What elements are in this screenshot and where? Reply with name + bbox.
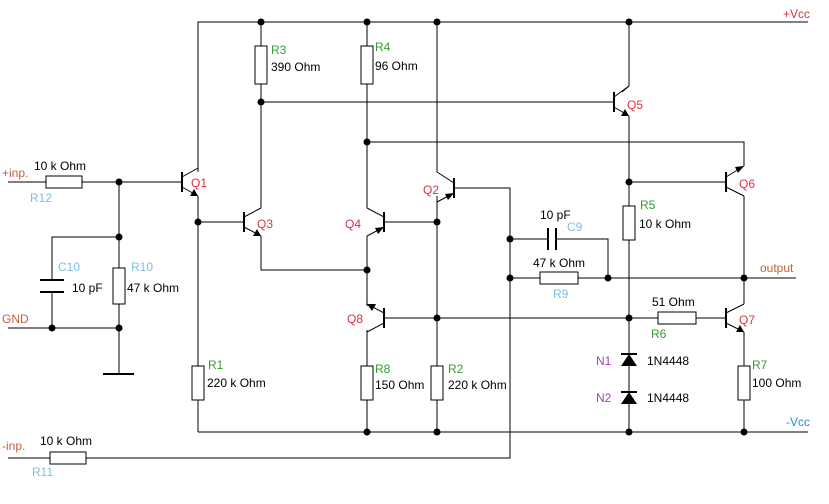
q4-label: Q4 [345,217,361,231]
resistor-r8 [360,365,374,401]
r6-name: R6 [651,327,667,341]
r8-name: R8 [375,362,391,376]
transistor-q6 [725,165,745,197]
resistor-r3 [254,45,268,85]
r7-name: R7 [752,358,768,372]
q1-label: Q1 [191,176,207,190]
r3-name: R3 [271,43,287,57]
q5-label: Q5 [627,98,643,112]
resistor-r7 [737,365,751,401]
resistor-r11 [49,451,87,465]
c10-value: 10 pF [72,281,103,295]
r1-name: R1 [208,358,224,372]
q3-label: Q3 [257,217,273,231]
capacitor-c10 [40,279,64,293]
junction-dots [48,18,748,436]
transistors [181,85,745,333]
resistor-r5 [622,205,636,241]
resistor-r1 [191,365,205,401]
transistor-q4 [366,207,385,237]
resistor-r10 [112,267,126,305]
r4-value: 96 Ohm [375,59,418,73]
transistor-q1 [181,167,199,197]
resistor-r12 [45,175,83,189]
q8-label: Q8 [347,312,363,326]
n2-name: N2 [596,391,612,405]
capacitors [40,228,557,293]
r9-name: R9 [553,287,569,301]
transistor-q7 [725,303,745,333]
r8-value: 150 Ohm [375,378,424,392]
r9-value: 47 k Ohm [533,256,585,270]
n1-name: N1 [596,354,612,368]
q2-label: Q2 [423,183,439,197]
resistor-r9 [539,271,579,285]
diodes [621,353,637,404]
n1-value: 1N4448 [647,354,689,368]
resistors [45,45,751,465]
transistor-q8 [366,303,385,333]
r10-name: R10 [131,260,153,274]
output-label: output [760,261,794,275]
r12-value: 10 k Ohm [34,159,86,173]
resistor-r2 [430,365,444,401]
transistor-q5 [613,85,630,117]
r2-value: 220 k Ohm [448,378,507,392]
inp-pos-label: +inp. [2,166,28,180]
c9-value: 10 pF [540,208,571,222]
diode-n2 [621,391,637,404]
r11-name: R11 [32,465,53,479]
inp-neg-label: -inp. [2,439,25,453]
r10-value: 47 k Ohm [127,281,179,295]
r5-name: R5 [640,198,656,212]
q6-label: Q6 [739,177,755,191]
r7-value: 100 Ohm [752,376,801,390]
r4-name: R4 [375,40,391,54]
transistor-q3 [243,207,262,237]
vcc-pos-rail [197,21,808,172]
r12-name: R12 [30,191,52,205]
r11-value: 10 k Ohm [40,434,92,448]
r5-value: 10 k Ohm [639,217,691,231]
r3-value: 390 Ohm [271,60,320,74]
n2-value: 1N4448 [647,391,689,405]
c10-name: C10 [58,260,80,274]
diode-n1 [621,353,637,366]
transistor-q2 [436,171,455,203]
c9-name: C9 [567,220,583,234]
vcc-pos-label: +Vcc [783,7,810,21]
capacitor-c9 [547,228,557,250]
vcc-neg-label: -Vcc [786,415,810,429]
r6-value: 51 Ohm [652,295,695,309]
r2-name: R2 [448,362,464,376]
labels: +Vcc -Vcc +inp. -inp. GND output Q1 Q2 Q… [2,7,810,479]
wiring [8,21,808,459]
q7-label: Q7 [739,313,755,327]
resistor-r4 [360,45,374,85]
resistor-r6 [657,311,697,325]
gnd-label: GND [2,312,29,326]
r1-value: 220 k Ohm [207,376,266,390]
